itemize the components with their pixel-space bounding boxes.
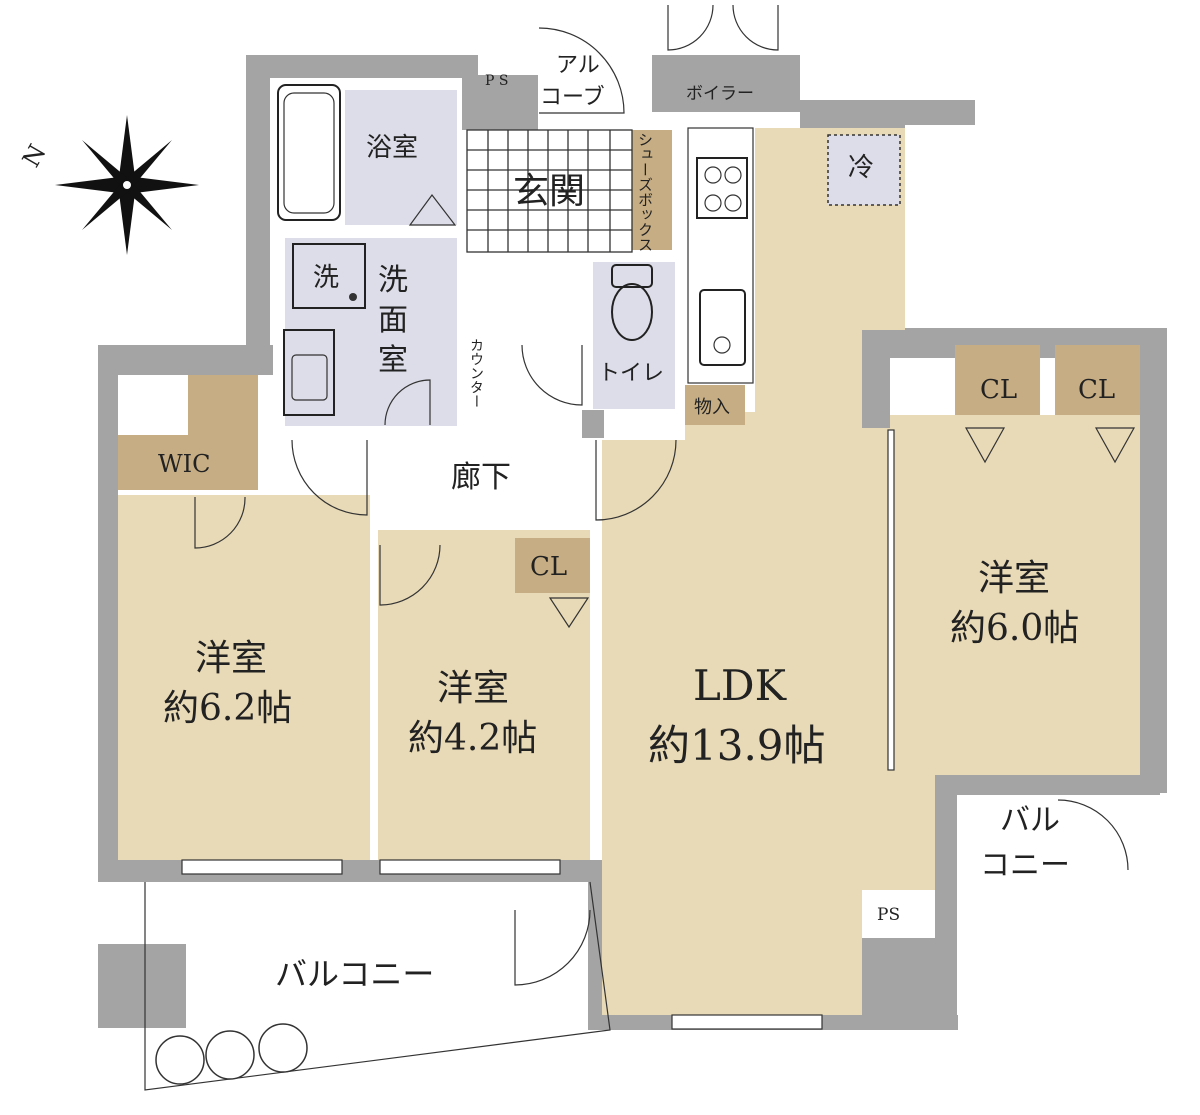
counter-label: カウンター <box>468 338 484 408</box>
doors <box>194 4 1136 986</box>
balcony-main-label: バルコニー <box>275 955 434 993</box>
washroom-label-3: 室 <box>378 343 408 378</box>
western-right-size: 約6.0帖 <box>950 608 1079 649</box>
hallway-label: 廊下 <box>451 460 511 495</box>
washer-label: 洗 <box>313 263 339 293</box>
washroom-label-1: 洗 <box>378 263 408 298</box>
entrance-label: 玄関 <box>513 171 585 212</box>
compass-star-icon <box>55 115 199 255</box>
western-right-name: 洋室 <box>978 558 1050 599</box>
boiler-label: ボイラー <box>686 84 754 104</box>
alcove-label-2: コーブ <box>540 85 605 110</box>
fixtures <box>277 84 901 416</box>
north-label: N <box>17 140 52 172</box>
western-left-name: 洋室 <box>195 638 267 679</box>
floors <box>118 90 1140 1015</box>
bath-label: 浴室 <box>366 133 418 163</box>
balcony-small-label-2: コニー <box>980 848 1070 883</box>
western-mid-size: 約4.2帖 <box>408 718 537 759</box>
ps-bottom-label: PS <box>877 905 900 925</box>
washroom-label-2: 面 <box>378 303 408 338</box>
balcony-outline <box>144 881 611 1091</box>
ldk-name: LDK <box>693 661 788 710</box>
labels: 浴室 玄関 シューズボックス アル コーブ P S ボイラー 冷 洗 洗 面 室… <box>158 53 1115 993</box>
ldk-size: 約13.9帖 <box>648 721 826 770</box>
shoe-box-label: シューズボックス <box>636 132 654 252</box>
wic-label: WIC <box>158 450 211 478</box>
entrance-tiles <box>466 129 633 253</box>
western-mid-name: 洋室 <box>437 668 509 709</box>
balcony-small-label-1: バル <box>1000 803 1060 838</box>
cl-right-1-label: CL <box>980 375 1017 405</box>
shrub-icon <box>155 1023 308 1085</box>
cl-right-2-label: CL <box>1078 375 1115 405</box>
toilet-label: トイレ <box>598 361 664 386</box>
cl-mid-label: CL <box>530 552 567 582</box>
windows <box>181 429 895 1030</box>
fridge-label: 冷 <box>848 153 874 183</box>
storage-label: 物入 <box>694 397 730 418</box>
alcove-label-1: アル <box>556 53 600 78</box>
western-left-size: 約6.2帖 <box>163 688 292 729</box>
ps-top-label: P S <box>485 73 508 89</box>
